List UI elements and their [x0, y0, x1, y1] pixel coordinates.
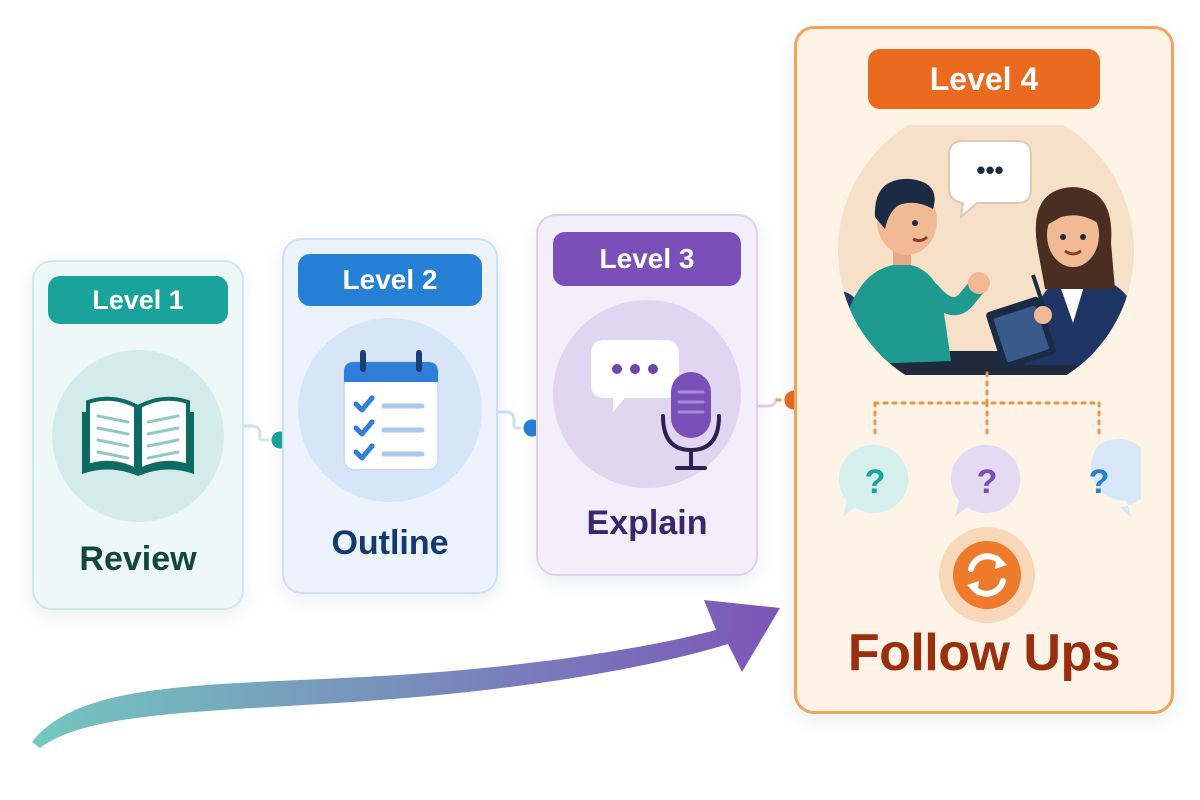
follow-up-branches — [873, 371, 1101, 435]
level-3-icon-circle — [553, 300, 741, 488]
speech-bubble-icon — [948, 140, 1032, 220]
level-2-badge: Level 2 — [298, 254, 482, 306]
progress-arrow-body — [32, 600, 780, 748]
speech-microphone-icon — [591, 340, 721, 470]
level-3-card: Level 3 Explain — [536, 214, 758, 576]
level-2-label: Outline — [331, 524, 449, 562]
level-4-label: Follow Ups — [847, 624, 1121, 682]
question-bubble-2: ? — [950, 444, 1021, 517]
checklist-calendar-icon — [343, 350, 439, 471]
question-mark-2: ? — [977, 463, 998, 501]
level-3-badge: Level 3 — [553, 232, 741, 286]
level-2-card: Level 2 Outline — [282, 238, 498, 594]
level-1-badge: Level 1 — [48, 276, 228, 324]
level-2-icon-circle — [298, 318, 482, 502]
refresh-cycle-icon — [939, 527, 1035, 623]
level-1-label: Review — [79, 540, 197, 578]
question-mark-3: ? — [1089, 463, 1110, 501]
question-bubble-1: ? — [838, 444, 909, 517]
speech-bubble-text: ••• — [976, 155, 1003, 185]
level-3-label: Explain — [586, 504, 708, 542]
level-1-card: Level 1 Review — [32, 260, 244, 610]
open-book-icon — [82, 396, 194, 476]
level-4-card: Level 4 — [794, 26, 1174, 714]
level-1-icon-circle — [52, 350, 224, 522]
question-mark-1: ? — [865, 463, 886, 501]
question-bubble-3: ? — [1089, 439, 1141, 517]
conversation-interview-icon: ••• — [838, 125, 1134, 375]
level-4-badge: Level 4 — [868, 49, 1100, 109]
